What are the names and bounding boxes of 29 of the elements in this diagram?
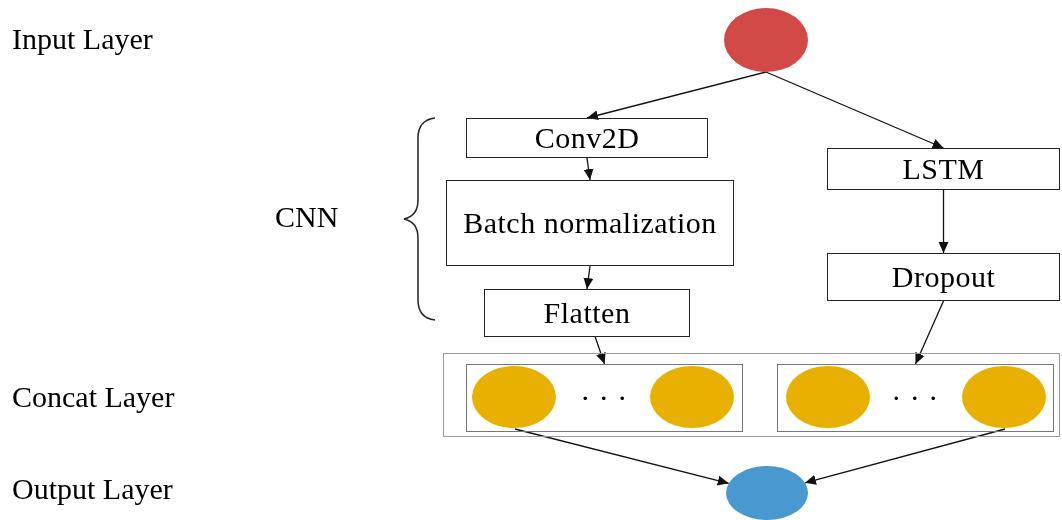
layer-label: Input Layer: [12, 22, 153, 56]
node-label: · · ·: [580, 379, 628, 416]
arrow: [594, 336, 606, 365]
node-label: · · ·: [891, 379, 939, 416]
node-label: LSTM: [902, 151, 985, 187]
arrow: [938, 189, 949, 254]
layer-box: [827, 148, 1060, 190]
arrow: [914, 300, 945, 365]
layer-box: [446, 180, 734, 266]
node-label: Batch normalization: [463, 205, 717, 241]
node-label: Flatten: [543, 295, 631, 331]
node-label: Dropout: [891, 259, 996, 295]
arrow: [583, 157, 594, 181]
layer-box: [827, 253, 1060, 301]
layer-label: Output Layer: [12, 472, 173, 506]
arrow: [765, 71, 945, 149]
arrow: [586, 71, 767, 121]
neuron-group-box: [465, 363, 743, 432]
arrow: [514, 428, 730, 486]
layer-label: Concat Layer: [12, 380, 175, 414]
layer-box: [484, 289, 690, 337]
concat-container-box: [443, 353, 1060, 437]
neuron-group-box: [776, 363, 1054, 432]
output-neuron: [726, 466, 808, 520]
layer-label: CNN: [275, 200, 339, 234]
layer-box: [466, 118, 708, 158]
arrow: [804, 428, 1006, 485]
node-label: Conv2D: [534, 120, 640, 156]
arrow: [583, 265, 594, 290]
